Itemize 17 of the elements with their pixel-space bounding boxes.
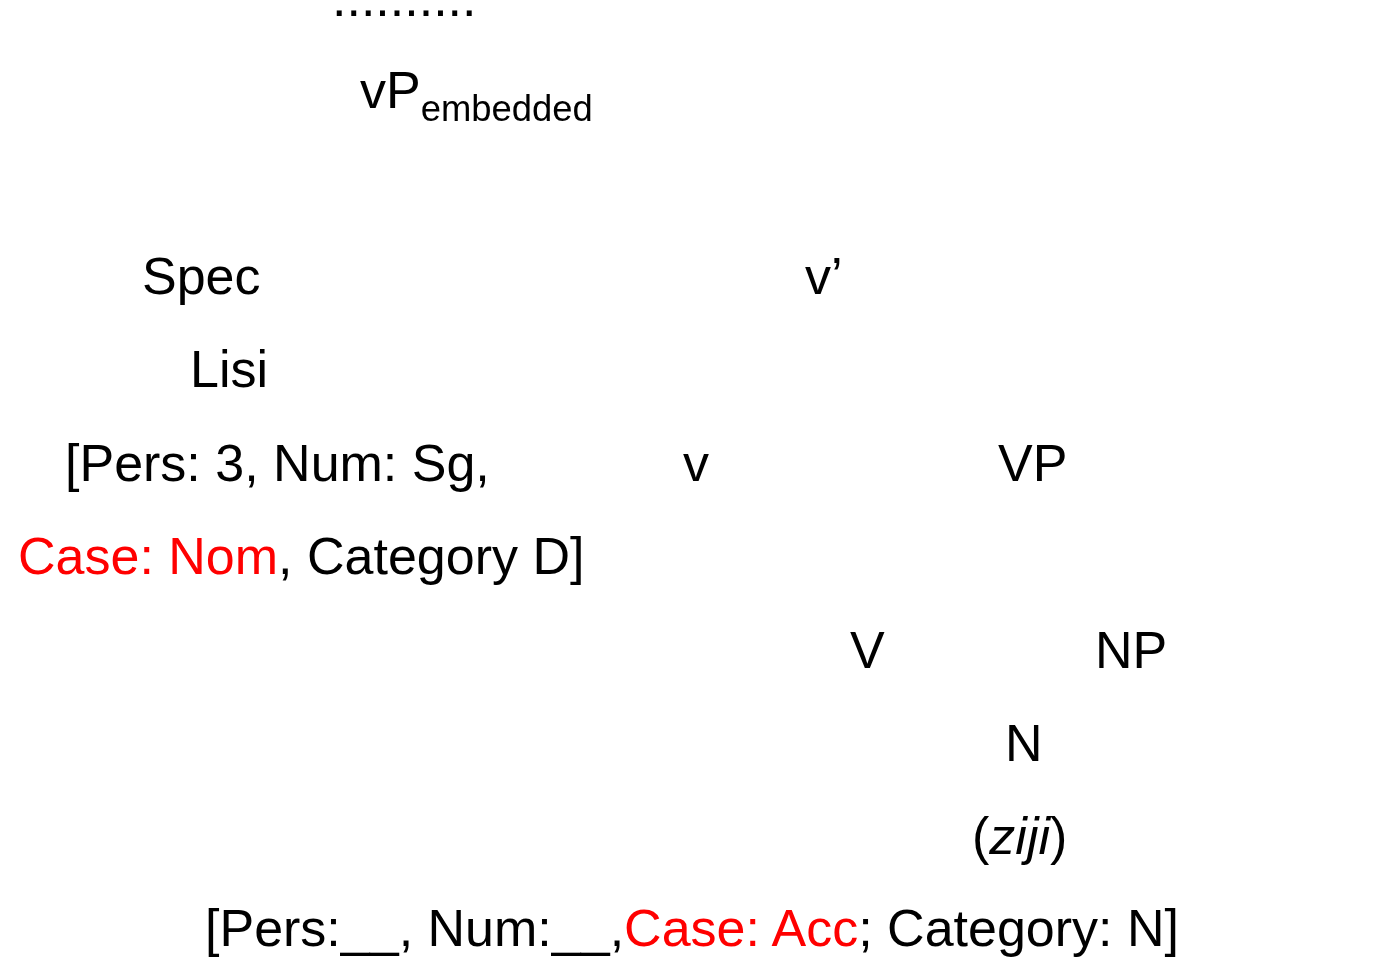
ellipsis-dots: .......... xyxy=(332,0,477,28)
node-label: NP xyxy=(1095,622,1168,680)
node-label: Spec xyxy=(142,248,261,306)
word-label: Lisi xyxy=(190,341,269,399)
feature-list: [Pers: 3, Num: Sg, xyxy=(65,435,490,493)
node-label: v’ xyxy=(805,248,843,306)
feature-list: ; Category: N] xyxy=(858,899,1179,957)
word-label: (ziji) xyxy=(972,808,1068,866)
case-feature: Case: Acc xyxy=(624,899,859,957)
case-feature: Case: Nom xyxy=(18,527,279,585)
node-label: V xyxy=(850,622,885,680)
node-label: v xyxy=(683,435,709,493)
node-label: N xyxy=(1005,715,1043,773)
feature-list: , Category D] xyxy=(278,527,585,585)
node-label: vP$_{embedded}$ xyxy=(360,62,593,129)
node-label: VP xyxy=(998,435,1068,493)
feature-list: [Pers:__, Num:__, xyxy=(205,899,625,957)
